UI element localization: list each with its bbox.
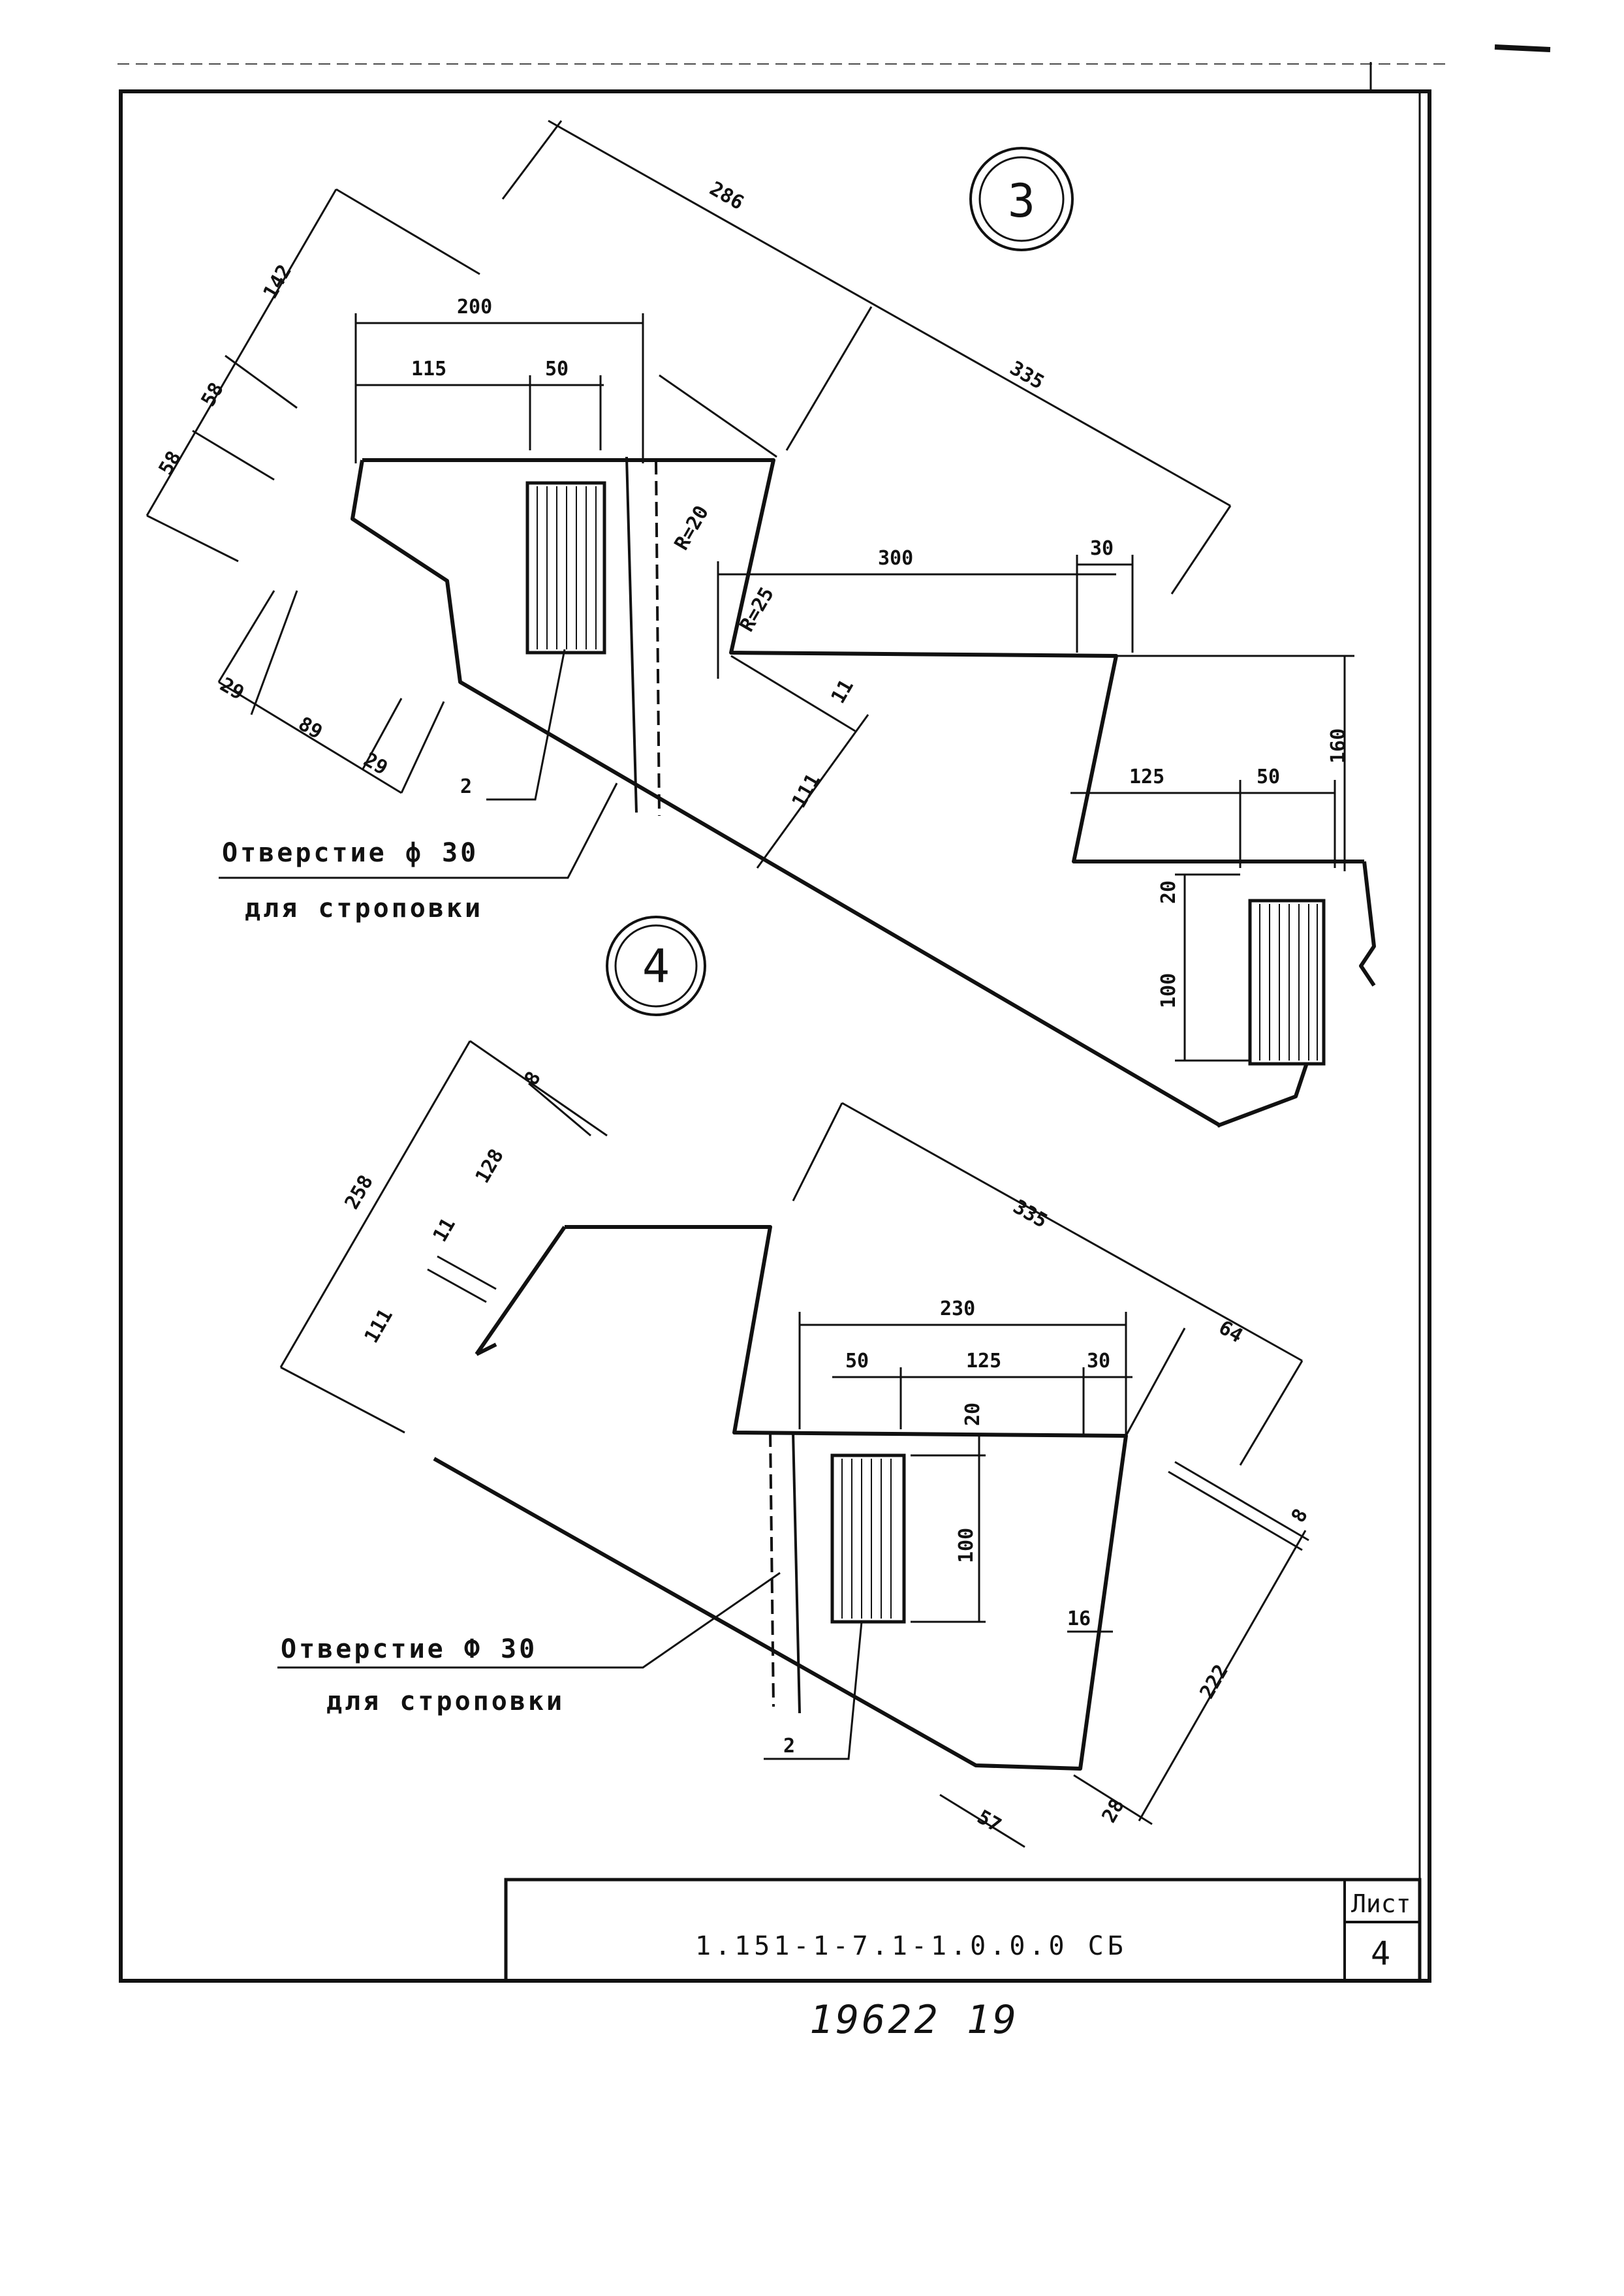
detail-3-insert-upper xyxy=(525,481,606,655)
svg-text:29: 29 xyxy=(360,749,392,780)
svg-text:89: 89 xyxy=(294,713,326,744)
svg-text:R=20: R=20 xyxy=(670,502,713,554)
detail-3-dimension-lines xyxy=(146,119,1354,1062)
detail-3-number-circle: 3 xyxy=(969,147,1074,251)
svg-text:300: 300 xyxy=(878,547,913,570)
svg-text:16: 16 xyxy=(1067,1607,1091,1630)
svg-text:286: 286 xyxy=(706,178,747,215)
detail-4-leaders xyxy=(277,1572,863,1760)
svg-text:8: 8 xyxy=(1287,1505,1313,1527)
svg-text:11: 11 xyxy=(827,675,858,707)
svg-text:50: 50 xyxy=(845,1350,869,1373)
archive-number: 19622 19 xyxy=(809,1997,1019,2043)
svg-text:11: 11 xyxy=(429,1214,460,1246)
detail-3: 3 xyxy=(146,119,1376,1128)
detail-3-outline xyxy=(351,458,1376,1128)
svg-text:128: 128 xyxy=(471,1145,508,1187)
svg-text:100: 100 xyxy=(1157,973,1180,1008)
svg-text:111: 111 xyxy=(788,770,825,812)
svg-text:125: 125 xyxy=(1129,766,1164,788)
svg-text:28: 28 xyxy=(1098,1795,1129,1827)
detail-4-lifting-hole xyxy=(769,1432,801,1714)
svg-text:100: 100 xyxy=(955,1528,978,1563)
detail-3-insert-lower xyxy=(1248,899,1326,1066)
detail-4-insert xyxy=(830,1453,906,1624)
detail-3-hole-note-2: для строповки xyxy=(245,893,483,923)
detail-4-number: 4 xyxy=(642,940,670,993)
svg-text:20: 20 xyxy=(961,1403,984,1426)
detail-4-number-circle: 4 xyxy=(606,916,706,1016)
svg-text:30: 30 xyxy=(1087,1350,1110,1373)
svg-text:230: 230 xyxy=(940,1297,975,1320)
svg-text:64: 64 xyxy=(1215,1316,1247,1348)
detail-4-rebar-mark: 2 xyxy=(783,1735,795,1758)
svg-text:50: 50 xyxy=(545,358,569,380)
svg-text:20: 20 xyxy=(1157,880,1180,904)
svg-text:200: 200 xyxy=(457,296,492,318)
detail-3-rebar-mark: 2 xyxy=(460,775,472,798)
svg-text:111: 111 xyxy=(360,1305,398,1347)
detail-3-hole-note: Отверстие ф 30 xyxy=(222,838,478,868)
sheet-label: Лист xyxy=(1351,1889,1411,1918)
detail-3-number: 3 xyxy=(1008,174,1035,228)
detail-3-lifting-hole xyxy=(625,456,661,816)
svg-text:258: 258 xyxy=(341,1171,378,1213)
detail-4-hole-note: Отверстие Ф 30 xyxy=(281,1634,537,1664)
svg-text:50: 50 xyxy=(1257,766,1280,788)
detail-4-dimension-texts: 258 8 128 11 111 335 230 50 125 30 64 20… xyxy=(341,1068,1313,1837)
svg-text:58: 58 xyxy=(155,447,186,479)
detail-4-hole-note-2: для строповки xyxy=(326,1686,565,1716)
svg-text:30: 30 xyxy=(1090,537,1114,560)
sheet-number: 4 xyxy=(1371,1934,1390,1972)
detail-3-leaders xyxy=(219,649,618,879)
svg-text:160: 160 xyxy=(1327,728,1350,764)
detail-4: 4 xyxy=(277,916,1313,1848)
title-block xyxy=(504,1878,1422,1983)
detail-4-dimension-lines xyxy=(279,1040,1309,1848)
svg-text:335: 335 xyxy=(1006,357,1048,394)
svg-text:115: 115 xyxy=(411,358,446,380)
detail-3-dimension-texts: 286 335 142 58 58 200 115 50 R=20 R=25 3… xyxy=(155,178,1350,1008)
drawing-code: 1.151-1-7.1-1.0.0.0 СБ xyxy=(695,1931,1127,1961)
svg-text:125: 125 xyxy=(966,1350,1001,1373)
